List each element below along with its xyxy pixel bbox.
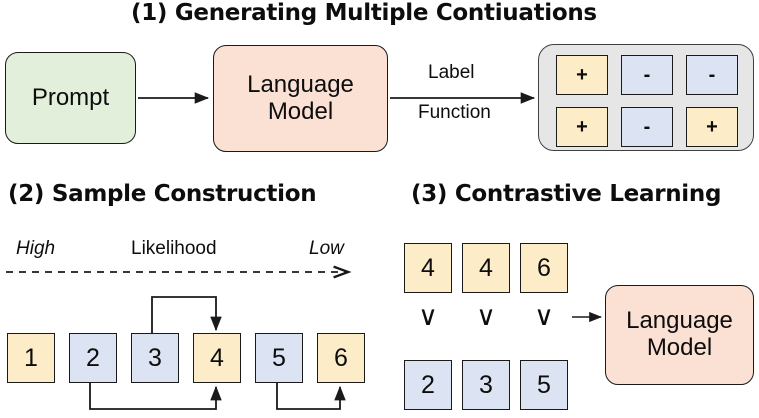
continuation-grid: + - - + - + (556, 55, 738, 147)
label-function-bottom: Function (418, 102, 491, 123)
language-model-box-2-line2: Model (646, 334, 713, 361)
sample-box-6: 6 (317, 333, 365, 383)
language-model-box-1-line2: Model (267, 97, 334, 125)
sample-box-4: 4 (193, 333, 241, 383)
language-model-box-1: Language Model (213, 45, 388, 152)
sample-box-1: 1 (7, 333, 55, 383)
continuation-cell-r2c2: - (621, 107, 673, 147)
pair-3-relation-icon: ∨ (534, 301, 554, 331)
pair-1-relation-icon: ∨ (418, 301, 438, 331)
section-2-title: (2) Sample Construction (8, 181, 317, 207)
edge-2-to-4 (89, 383, 222, 410)
pair-3-rejected: 5 (520, 360, 568, 410)
axis-label-low: Low (309, 238, 344, 259)
section-1-title: (1) Generating Multiple Contiuations (131, 0, 597, 26)
sample-box-2: 2 (69, 333, 117, 383)
continuation-cell-r2c1: + (556, 107, 608, 147)
pair-2-rejected: 3 (462, 360, 510, 410)
prompt-box: Prompt (5, 52, 136, 144)
sample-box-3: 3 (131, 333, 179, 383)
pair-1-preferred: 4 (404, 243, 452, 293)
continuation-cell-r1c3: - (686, 55, 738, 95)
prompt-box-label: Prompt (31, 83, 110, 111)
language-model-box-2: Language Model (605, 285, 754, 385)
pair-2-preferred: 4 (462, 243, 510, 293)
pair-2-relation-icon: ∨ (476, 301, 496, 331)
pair-1-rejected: 2 (404, 360, 452, 410)
continuation-cell-r1c2: - (621, 55, 673, 95)
edge-5-to-6 (276, 383, 346, 410)
edge-3-to-4 (151, 296, 222, 333)
pair-3-preferred: 6 (520, 243, 568, 293)
continuation-cell-r1c1: + (556, 55, 608, 95)
axis-label-high: High (16, 238, 56, 259)
language-model-box-2-line1: Language (626, 307, 733, 335)
axis-label-likelihood: Likelihood (131, 238, 217, 259)
sample-box-5: 5 (255, 333, 303, 383)
continuation-cell-r2c3: + (686, 107, 738, 147)
label-function-top: Label (428, 62, 475, 83)
section-3-title: (3) Contrastive Learning (411, 181, 722, 207)
language-model-box-1-line1: Language (247, 70, 354, 98)
